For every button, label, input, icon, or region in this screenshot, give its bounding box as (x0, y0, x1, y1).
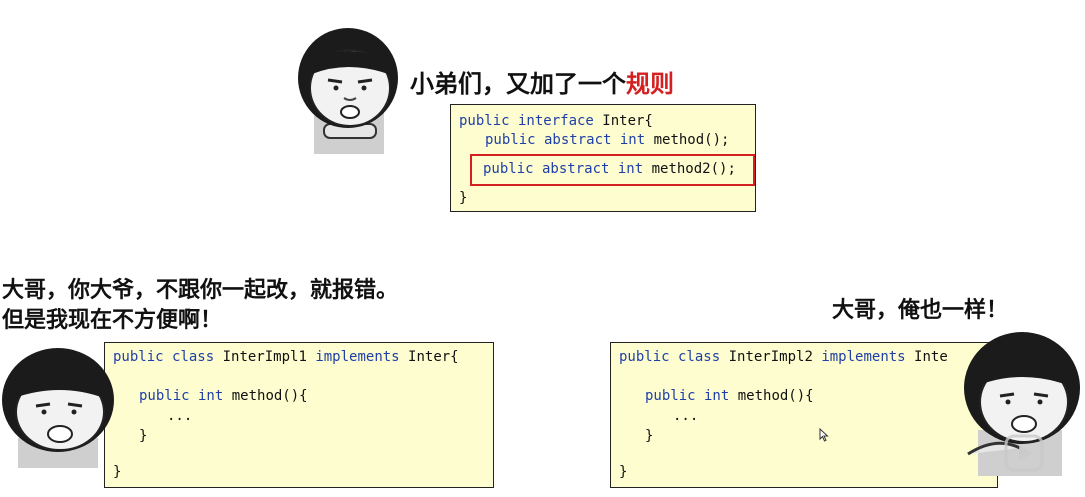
left-caption-line1: 大哥，你大爷，不跟你一起改，就报错。 (2, 278, 399, 303)
impl1-code-box: public class InterImpl1 implements Inter… (104, 342, 494, 488)
code-line: ... (167, 408, 193, 424)
new-method-highlight (470, 154, 755, 186)
top-caption-highlight: 规则 (626, 70, 674, 98)
left-caption: 大哥，你大爷，不跟你一起改，就报错。 但是我现在不方便啊！ (2, 276, 398, 336)
meme-face-top-icon (298, 28, 398, 154)
meme-face-right-icon (964, 332, 1080, 476)
top-caption-main: 小弟们，又加了一个 (410, 70, 626, 98)
code-line: public class InterImpl1 implements Inter… (113, 349, 459, 365)
top-caption: 小弟们，又加了一个规则 (410, 64, 674, 99)
meme-face-right (956, 326, 1085, 476)
code-line: } (619, 464, 628, 480)
left-caption-line2: 但是我现在不方便啊！ (2, 308, 223, 333)
code-line: public int method(){ (139, 388, 308, 404)
code-line: public abstract int method2(); (483, 161, 736, 177)
meme-face-left (0, 340, 122, 468)
right-caption-line1: 大哥，俺也一样！ (832, 298, 1009, 323)
code-line: } (139, 428, 148, 444)
code-line: ... (673, 408, 699, 424)
impl2-code-box: public class InterImpl2 implements Inte … (610, 342, 998, 488)
play-watermark-icon (1004, 430, 1044, 474)
mouse-pointer-icon (819, 427, 829, 446)
meme-face-top (284, 12, 412, 154)
code-line: public interface Inter{ (459, 113, 653, 129)
code-line: } (645, 428, 654, 444)
meme-face-left-icon (2, 348, 114, 468)
code-line: } (459, 190, 468, 206)
interface-code-box: public interface Inter{ public abstract … (450, 104, 756, 212)
code-line: public abstract int method(); (485, 132, 730, 148)
code-line: public class InterImpl2 implements Inte (619, 349, 948, 365)
right-caption: 大哥，俺也一样！ (832, 296, 1008, 326)
code-line: } (113, 464, 122, 480)
code-line: public int method(){ (645, 388, 814, 404)
